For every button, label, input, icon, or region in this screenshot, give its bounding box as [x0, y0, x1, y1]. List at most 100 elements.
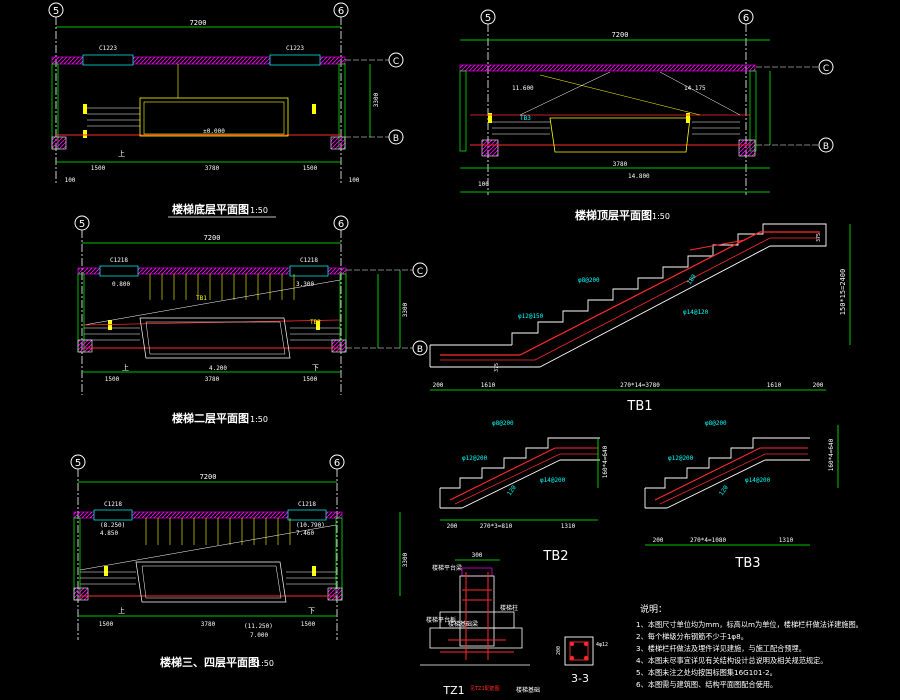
tz1-detail: 300 楼梯平台梁 楼梯柱 楼梯平台板 楼梯基础梁 楼梯基础 见TZ1配筋图 T…: [420, 552, 540, 697]
p2-axis-label-C: C: [417, 267, 423, 277]
tb1-dim-1610a: 1610: [481, 382, 496, 389]
tb2-rebar-a: φ8@200: [492, 420, 514, 427]
tz1-label-d: 楼梯基础梁: [448, 620, 478, 628]
top-elev-right: 14.175: [684, 85, 706, 92]
plan-third-fourth-floor: 5 6 7200 C1218 C1218: [70, 454, 409, 669]
p34-elev-left: (8.250): [100, 522, 125, 529]
p34-scale: 1:50: [256, 659, 274, 668]
plan1-elevation: ±0.000: [203, 128, 225, 135]
tb3-height-dim: 160*4=640: [828, 438, 835, 471]
notes-item-5: 5、本图未注之处均按国标图集16G101-2。: [636, 668, 777, 677]
p34-window-right: C1218: [298, 501, 316, 508]
top-overall-dim: 7200: [612, 31, 629, 39]
plan-second-floor: 5 6 7200 C1218 C1218: [74, 215, 428, 425]
plan1-window-right: C1223: [286, 45, 304, 52]
top-elev-bottom: 14.800: [628, 173, 650, 180]
p34-elev-right2: 7.460: [296, 530, 314, 537]
axis-label-C: C: [393, 57, 399, 67]
p2-axis-label-5: 5: [79, 219, 85, 230]
axis-label-B: B: [393, 134, 399, 144]
tb1-section: φ8@200 φ12@150 φ14@120 180 375 375 200 1…: [429, 223, 851, 414]
p2-axis-label-6: 6: [338, 219, 344, 230]
plan1-window-left: C1223: [99, 45, 117, 52]
tb1-dim-200a: 200: [433, 382, 444, 389]
tb3-dim-steps: 270*4=1080: [690, 537, 727, 544]
tb2-name: TB2: [542, 549, 568, 564]
plan-top-floor: 5 6 7200 11.600 14.175 TB3 C B: [459, 9, 834, 222]
top-dim-3780: 3780: [613, 161, 628, 168]
tz1-name: TZ1: [442, 684, 464, 697]
top-axis-label-5: 5: [485, 13, 491, 24]
tb1-rebar-b: φ12@150: [518, 313, 544, 320]
sec33-dim: 200: [556, 646, 562, 655]
top-title: 楼梯顶层平面图: [575, 208, 652, 222]
notes-item-6: 6、本图需与建筑图、结构平面图配合使用。: [636, 680, 777, 689]
p2-elev-b: 3.300: [296, 281, 314, 288]
p34-elev-right: (10.790): [296, 522, 325, 529]
p34-window-left: C1218: [104, 501, 122, 508]
tb1-dim-steps: 270*14=3780: [620, 382, 660, 389]
tb2-rebar-c: φ14@200: [540, 477, 566, 484]
p34-elev-left2: 4.850: [100, 530, 118, 537]
p2-down: 下: [312, 364, 319, 372]
tb3-rebar-a: φ8@200: [705, 420, 727, 427]
tb2-dim-steps: 270*3=810: [480, 523, 513, 530]
plan1-dim-1500b: 1500: [303, 165, 318, 172]
p2-overall-dim: 7200: [204, 234, 221, 242]
tb3-rebar-b: φ12@200: [668, 455, 694, 462]
notes-item-3: 3、楼梯栏杆做法及埋件详见建施，与施工配合预埋。: [636, 644, 806, 653]
p34-overall-dim: 7200: [200, 473, 217, 481]
tb2-rebar-b: φ12@200: [462, 455, 488, 462]
top-axis-label-6: 6: [743, 13, 749, 24]
notes-block: 说明： 1、本图尺寸单位均为mm，标高以m为单位，楼梯栏杆做法详建施图。 2、每…: [636, 603, 863, 689]
p2-dim-1500a: 1500: [105, 376, 120, 383]
plan1-overall-dim: 7200: [190, 19, 207, 27]
plan1-dim-100b: 100: [349, 177, 360, 184]
top-scale: 1:50: [652, 212, 670, 221]
p34-elev-bottom2: 7.000: [250, 632, 268, 639]
top-mark-tb3: TB3: [520, 115, 531, 122]
plan1-side-dim: 3300: [373, 92, 380, 107]
tb1-dim-375a: 375: [494, 363, 500, 372]
tb3-thickness: 120: [718, 484, 730, 497]
plan1-dim-100a: 100: [65, 177, 76, 184]
p2-up: 上: [122, 363, 129, 372]
tz1-note: 见TZ1配筋图: [470, 685, 500, 692]
p2-dim-3780: 3780: [205, 376, 220, 383]
p2-dim-1500b: 1500: [303, 376, 318, 383]
tz1-dim-top: 300: [472, 552, 483, 559]
p34-dim-1500b: 1500: [301, 621, 316, 628]
p34-elev-bottom: (11.250): [244, 623, 273, 630]
tb3-rebar-c: φ14@200: [745, 477, 771, 484]
p2-window-left: C1218: [110, 257, 128, 264]
top-axis-label-C: C: [823, 64, 829, 74]
tb1-name: TB1: [626, 399, 652, 414]
tb2-section: φ8@200 φ12@200 φ14@200 120 160*4=640 200…: [439, 420, 609, 564]
top-axis-bubble-C: [818, 59, 834, 75]
plan1-scale: 1:50: [250, 206, 268, 215]
section-3-3: 200 4φ12 3-3: [556, 636, 608, 685]
p2-scale: 1:50: [250, 415, 268, 424]
tb1-dim-200b: 200: [813, 382, 824, 389]
tb1-height-dim: 150*15=2400: [839, 269, 847, 315]
tb3-name: TB3: [734, 556, 760, 571]
plan1-dim-3780: 3780: [205, 165, 220, 172]
p2-mark-tb1: TB1: [196, 295, 207, 302]
sec33-name: 3-3: [571, 672, 589, 685]
tb1-dim-1610b: 1610: [767, 382, 782, 389]
tb3-dim-200: 200: [653, 537, 664, 544]
p34-title: 楼梯三、四层平面图: [160, 655, 259, 669]
tz1-label-a: 楼梯平台梁: [432, 564, 462, 572]
top-elev-left: 11.600: [512, 85, 534, 92]
axis-label-6: 6: [338, 6, 344, 17]
plan-ground-floor: 5 6 7200 C1223 C1223 ±0.000: [48, 2, 404, 218]
tb1-rebar-c: φ14@120: [683, 309, 709, 316]
tb3-section: φ8@200 φ12@200 φ14@200 120 160*4=640 200…: [644, 420, 839, 571]
notes-item-4: 4、本图未尽事宜详见有关结构设计总说明及相关规范规定。: [636, 656, 827, 665]
tb2-height-dim: 160*4=640: [602, 445, 609, 478]
top-axis-label-B: B: [823, 142, 829, 152]
p34-up: 上: [118, 606, 125, 615]
p2-side-dim: 3300: [402, 302, 409, 317]
p34-dim-1500a: 1500: [99, 621, 114, 628]
p2-title: 楼梯二层平面图: [172, 411, 249, 425]
